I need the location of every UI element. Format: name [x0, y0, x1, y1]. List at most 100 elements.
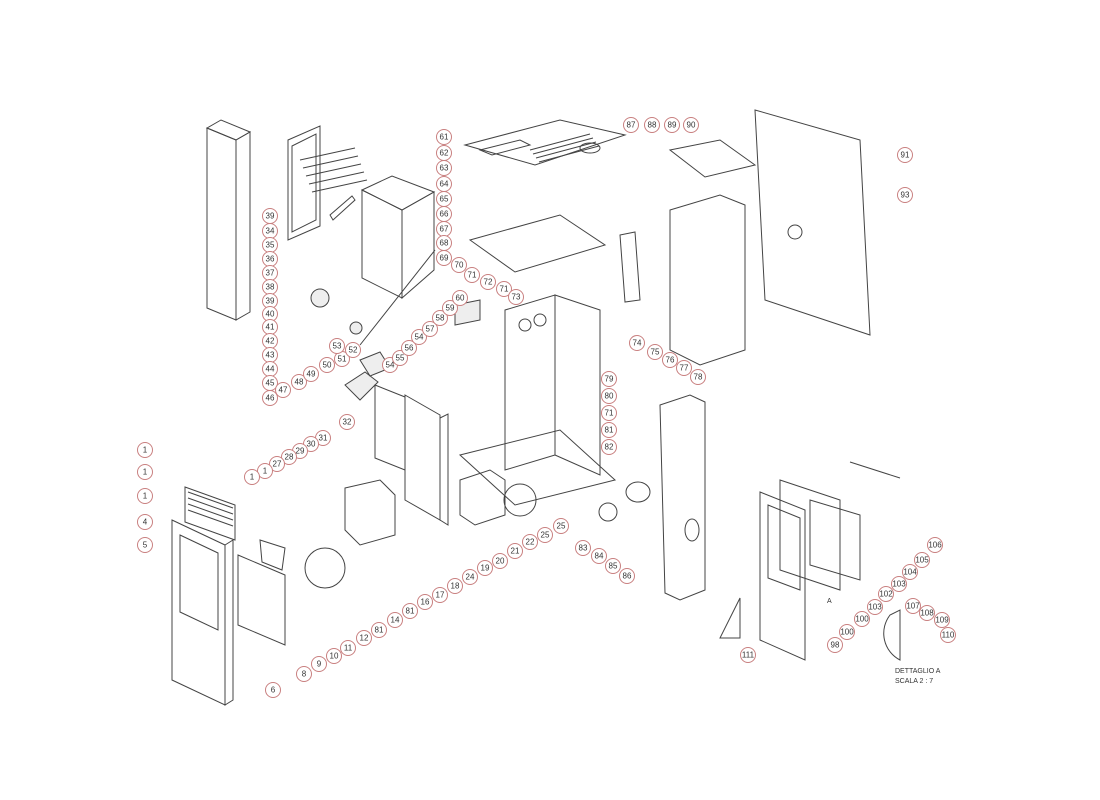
- callout-70: 70: [451, 257, 467, 273]
- callout-87: 87: [623, 117, 639, 133]
- callout-number: 21: [511, 547, 520, 556]
- callout-circle: [601, 405, 617, 421]
- callout-number: 88: [648, 121, 657, 130]
- callout-circle: [281, 449, 297, 465]
- callout-number: 63: [440, 164, 449, 173]
- callout-42: 42: [262, 333, 278, 349]
- callout-number: 56: [405, 344, 414, 353]
- callout-circle: [265, 682, 281, 698]
- detail-scale: SCALA 2 : 7: [895, 678, 934, 685]
- callout-28: 28: [281, 449, 297, 465]
- callout-circle: [371, 622, 387, 638]
- callout-74: 74: [629, 335, 645, 351]
- callout-76: 76: [662, 352, 678, 368]
- callout-number: 10: [330, 652, 339, 661]
- callout-number: 109: [935, 616, 949, 625]
- callout-number: 30: [307, 440, 316, 449]
- callout-number: 11: [344, 644, 353, 653]
- callout-number: 70: [455, 261, 464, 270]
- callout-21: 21: [507, 543, 523, 559]
- callout-number: 54: [415, 333, 424, 342]
- callout-60: 60: [452, 290, 468, 306]
- callout-number: 27: [273, 460, 282, 469]
- callout-circle: [878, 586, 894, 602]
- callout-circle: [329, 338, 345, 354]
- callout-88: 88: [644, 117, 660, 133]
- callout-circle: [522, 534, 538, 550]
- callout-number: 36: [266, 255, 275, 264]
- callout-circle: [740, 647, 756, 663]
- callout-number: 1: [143, 468, 148, 477]
- callout-circle: [137, 442, 153, 458]
- callout-circle: [676, 360, 692, 376]
- callout-number: 28: [285, 453, 294, 462]
- callout-number: 78: [694, 373, 703, 382]
- callout-circle: [340, 640, 356, 656]
- callout-71: 71: [496, 281, 512, 297]
- callout-number: 89: [668, 121, 677, 130]
- callout-81: 81: [371, 622, 387, 638]
- callout-number: 103: [892, 580, 906, 589]
- callout-77: 77: [676, 360, 692, 376]
- callout-number: 98: [831, 641, 840, 650]
- callout-circle: [897, 147, 913, 163]
- callout-72: 72: [480, 274, 496, 290]
- callout-number: 9: [317, 660, 322, 669]
- callout-85: 85: [605, 558, 621, 574]
- callout-number: 77: [680, 364, 689, 373]
- callout-22: 22: [522, 534, 538, 550]
- callout-16: 16: [417, 594, 433, 610]
- callout-number: 87: [627, 121, 636, 130]
- callout-61: 61: [436, 129, 452, 145]
- callout-circle: [902, 564, 918, 580]
- callout-circle: [432, 587, 448, 603]
- callout-68: 68: [436, 235, 452, 251]
- callout-36: 36: [262, 251, 278, 267]
- callout-number: 12: [360, 634, 369, 643]
- callout-circle: [662, 352, 678, 368]
- callout-circle: [387, 612, 403, 628]
- callout-number: 100: [840, 628, 854, 637]
- callout-number: 1: [143, 492, 148, 501]
- callout-number: 81: [605, 426, 614, 435]
- callout-circle: [839, 624, 855, 640]
- callout-25: 25: [537, 527, 553, 543]
- callout-number: 67: [440, 225, 449, 234]
- callout-number: 72: [484, 278, 493, 287]
- callout-number: 1: [263, 467, 268, 476]
- callout-8: 8: [296, 666, 312, 682]
- callout-66: 66: [436, 206, 452, 222]
- callout-number: 73: [512, 293, 521, 302]
- callout-circle: [508, 289, 524, 305]
- callout-62: 62: [436, 145, 452, 161]
- callout-number: 40: [266, 310, 275, 319]
- callout-number: 51: [338, 355, 347, 364]
- callout-circle: [477, 560, 493, 576]
- callout-number: 85: [609, 562, 618, 571]
- callout-circle: [356, 630, 372, 646]
- callout-number: 19: [481, 564, 490, 573]
- callout-number: 103: [868, 603, 882, 612]
- callout-circle: [442, 300, 458, 316]
- callout-25: 25: [553, 518, 569, 534]
- callout-46: 46: [262, 390, 278, 406]
- callout-circle: [897, 187, 913, 203]
- callout-circle: [452, 290, 468, 306]
- callout-circle: [605, 558, 621, 574]
- callout-number: 46: [266, 394, 275, 403]
- callout-circle: [647, 344, 663, 360]
- callout-38: 38: [262, 279, 278, 295]
- front-grille: [184, 486, 236, 541]
- callout-4: 4: [137, 514, 153, 530]
- callout-53: 53: [329, 338, 345, 354]
- callout-109: 109: [934, 612, 950, 628]
- callout-12: 12: [356, 630, 372, 646]
- callout-circle: [507, 543, 523, 559]
- callout-number: 75: [651, 348, 660, 357]
- callout-layer: 3934353637383940414243444546474849505153…: [137, 117, 956, 698]
- callout-number: 102: [879, 590, 893, 599]
- callout-1: 1: [257, 463, 273, 479]
- callout-number: 44: [266, 365, 275, 374]
- callout-108: 108: [919, 605, 935, 621]
